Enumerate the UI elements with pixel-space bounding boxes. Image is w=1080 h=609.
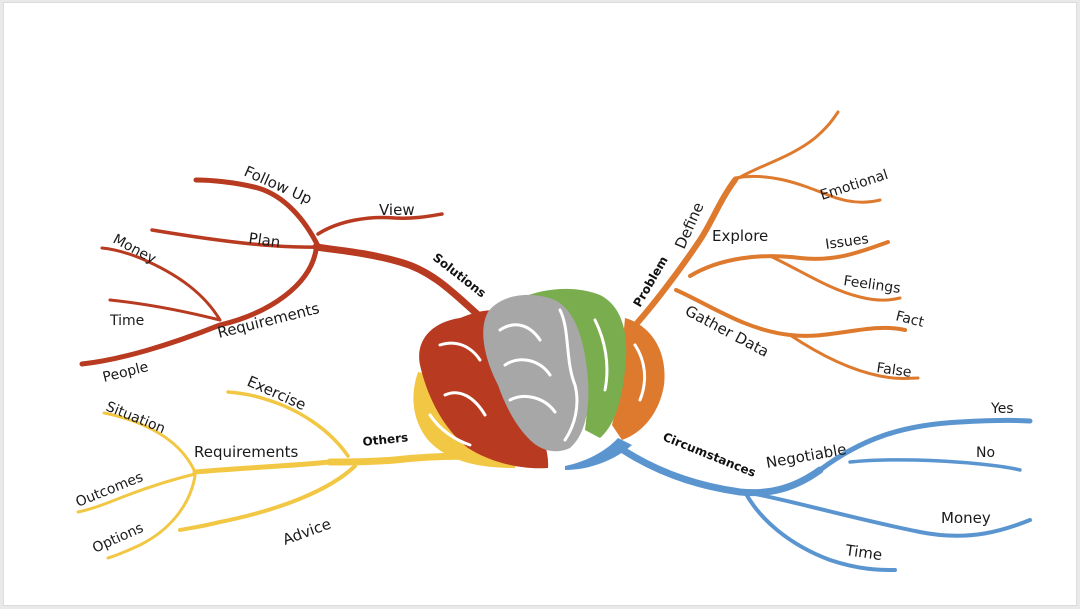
label-circumstances-money: Money [941, 509, 991, 527]
label-solutions-money: Money [110, 231, 158, 267]
label-advice: Advice [280, 515, 333, 549]
label-plan: Plan [247, 229, 281, 251]
label-circumstances-time: Time [843, 541, 883, 564]
label-negotiable: Negotiable [765, 440, 848, 472]
label-yes: Yes [990, 401, 1014, 417]
label-no: No [976, 445, 995, 461]
others-branch [76, 390, 519, 560]
circumstances-title: Circumstances [661, 430, 758, 480]
others-title: Others [362, 430, 409, 449]
label-explore: Explore [712, 227, 768, 245]
label-false: False [875, 360, 912, 381]
label-emotional: Emotional [818, 167, 890, 204]
label-others-requirements: Requirements [194, 443, 298, 461]
label-gather-data: Gather Data [682, 302, 772, 361]
label-outcomes: Outcomes [74, 469, 146, 511]
label-view: View [379, 201, 415, 219]
problem-title: Problem [630, 254, 670, 310]
label-options: Options [90, 520, 146, 557]
solutions-branch [79, 177, 488, 367]
solutions-title: Solutions [430, 250, 489, 300]
label-define: Define [671, 200, 707, 252]
label-situation: Situation [104, 399, 168, 437]
label-issues: Issues [824, 231, 869, 253]
label-exercise: Exercise [244, 372, 308, 414]
circumstances-branch [616, 417, 1033, 572]
brain-illustration [413, 288, 665, 470]
label-solutions-time: Time [109, 313, 144, 329]
problem-branch [625, 110, 920, 380]
label-solutions-people: People [101, 359, 150, 386]
label-feelings: Feelings [842, 273, 901, 297]
label-fact: Fact [894, 308, 926, 331]
